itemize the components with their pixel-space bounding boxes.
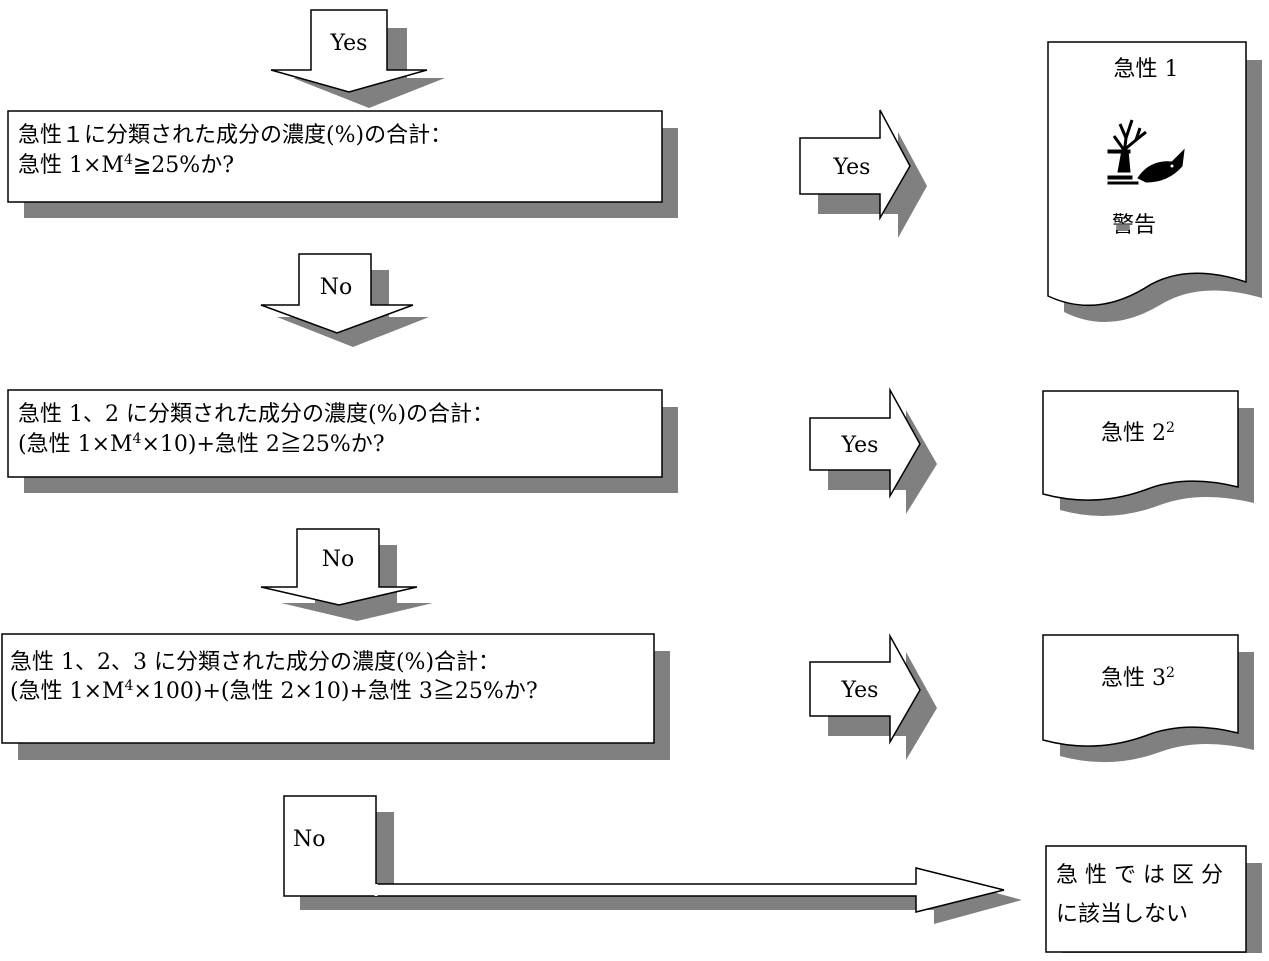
no-arrow-final: No [283,795,1022,924]
yes-arrow-3: Yes [809,633,937,760]
decision-2-line2: (急性 1×M4×10)+急性 2≧25%か? [18,431,385,457]
acute3-title: 急性 32 [1101,665,1175,691]
outcome-acute3-box: 急性 32 [1042,634,1254,763]
decision-box-3: 急性 1、2、3 に分類された成分の濃度(%)合計： (急性 1×M4×100)… [1,633,670,760]
acute2-title: 急性 22 [1101,420,1175,446]
decision-2-line1: 急性 1、2 に分類された成分の濃度(%)の合計： [18,402,494,427]
yes-arrow-2: Yes [809,387,937,514]
yes-arrow-1: Yes [799,109,927,238]
decision-box-2: 急性 1、2 に分類された成分の濃度(%)の合計： (急性 1×M4×10)+急… [7,389,678,493]
decision-box-1: 急性１に分類された成分の濃度(%)の合計： 急性 1×M4≧25%か? [7,110,678,218]
yes-2-label: Yes [841,433,879,458]
no-arrow-2: No [260,528,433,621]
decision-3-line1: 急性 1、2、3 に分類された成分の濃度(%)合計： [10,650,500,675]
start-yes-label: Yes [330,31,368,56]
not-classified-line1: 急 性 で は 区 分 [1056,863,1223,888]
no-1-label: No [320,275,353,300]
no-final-label: No [293,827,326,852]
no-2-label: No [322,547,355,572]
start-yes-arrow: Yes [270,9,445,108]
decision-3-line2: (急性 1×M4×100)+(急性 2×10)+急性 3≧25%か? [10,678,538,704]
environment-pictogram-icon [1107,119,1185,185]
acute1-signal-word: 警告 [1112,213,1156,238]
yes-1-label: Yes [833,155,871,180]
decision-1-line1: 急性１に分類された成分の濃度(%)の合計： [18,123,452,148]
outcome-acute1-box: 急性 1 警告 [1047,41,1262,322]
no-arrow-1: No [260,253,429,347]
acute1-title: 急性 1 [1114,57,1179,82]
decision-1-line2: 急性 1×M4≧25%か? [18,152,234,178]
not-classified-line2: に該当しない [1056,902,1188,927]
outcome-not-classified-box: 急 性 で は 区 分 に該当しない [1045,845,1262,953]
yes-3-label: Yes [841,678,879,703]
outcome-acute2-box: 急性 22 [1042,390,1254,516]
